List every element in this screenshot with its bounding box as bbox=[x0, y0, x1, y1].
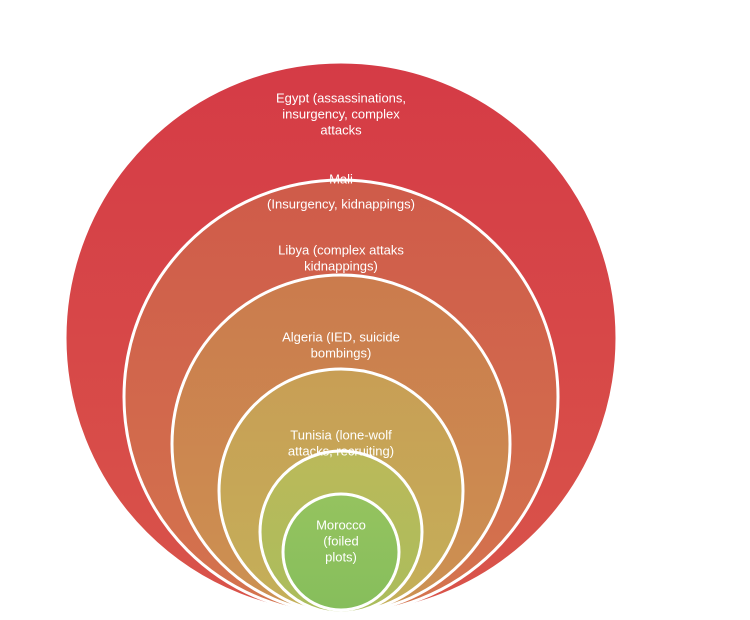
ring-tunisia-label-line-1: Tunisia (lone-wolf bbox=[290, 427, 392, 442]
ring-mali-label-line-3: (Insurgency, kidnappings) bbox=[267, 196, 415, 211]
ring-libya-label-line-1: Libya (complex attaks bbox=[278, 242, 404, 257]
ring-algeria-label-line-2: bombings) bbox=[311, 345, 372, 360]
ring-egypt-label-line-3: attacks bbox=[320, 122, 362, 137]
ring-morocco-label-line-1: Morocco bbox=[316, 517, 366, 532]
ring-morocco-circle bbox=[281, 492, 401, 612]
ring-egypt-label-line-2: insurgency, complex bbox=[282, 106, 400, 121]
ring-algeria-label-line-1: Algeria (IED, suicide bbox=[282, 329, 400, 344]
ring-morocco-label-line-2: (foiled bbox=[323, 533, 358, 548]
ring-morocco-label-line-3: plots) bbox=[325, 549, 357, 564]
ring-tunisia-label-line-2: attacks, recruiting) bbox=[288, 443, 394, 458]
ring-libya-label-line-2: kidnappings) bbox=[304, 258, 378, 273]
ring-egypt-label-line-1: Egypt (assassinations, bbox=[276, 90, 406, 105]
ring-mali-label-line-1: Mali bbox=[329, 171, 353, 186]
ring-morocco: Morocco (foiled plots) bbox=[281, 492, 401, 612]
